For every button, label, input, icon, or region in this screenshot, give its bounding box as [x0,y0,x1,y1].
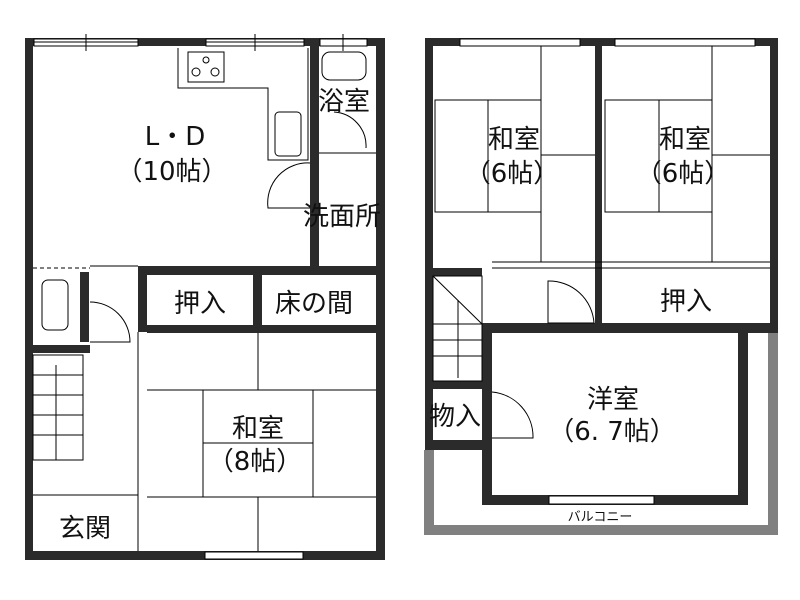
room-name-closet: 押入 [174,289,226,319]
wall [376,38,385,560]
room-size-washitsu-left: （6帖） [465,159,560,189]
floor2: 和室 （6帖） 和室 （6帖） 押入 物入 洋室 （6. 7帖） バルコニー [424,38,778,535]
room-name-entrance: 玄関 [59,514,111,544]
room-name-washitsu-left: 和室 [488,125,540,155]
room-name-bath: 浴室 [318,87,370,117]
wall [433,268,482,276]
window [614,38,756,47]
bathtub-icon [321,51,367,81]
window [459,38,581,47]
room-name-ld: L・D [145,122,206,152]
stairs [432,275,483,382]
door-swing [491,391,534,439]
tatami [434,46,770,262]
room-size-western: （6. 7帖） [548,417,676,447]
wall [147,325,376,333]
wall [310,38,319,267]
wall [595,46,602,323]
room-name-western: 洋室 [587,385,639,415]
room-name-washitsu: 和室 [232,414,284,444]
window [33,34,139,51]
wall [25,38,385,46]
wall [482,323,778,333]
window [204,551,304,560]
wall [482,323,492,505]
balcony-rail [424,450,434,535]
wall [738,333,748,505]
balcony-rail [424,525,778,535]
wall [33,345,90,353]
door-swing [333,111,367,149]
wall [138,266,147,332]
wall [433,381,482,389]
room-size-washitsu-right: （6帖） [636,159,731,189]
wall [138,266,385,275]
wall [253,275,262,327]
stairs [32,354,84,461]
room-name-tokonoma: 床の間 [275,289,353,319]
window [205,34,305,51]
wall [433,440,492,450]
room-name-washroom: 洗面所 [303,202,381,232]
room-size-washitsu: （8帖） [208,447,303,477]
door-swing [267,162,311,209]
door-swing [547,280,595,324]
stove-icon [187,51,225,83]
room-name-washitsu-right: 和室 [659,125,711,155]
room-name-balcony: バルコニー [568,510,633,525]
balcony-rail [768,333,778,535]
kitchen-counter [177,48,309,161]
floor1: L・D （10帖） 浴室 洗面所 押入 床の間 和室 （8帖） 玄関 [25,34,385,560]
tatami [147,333,376,551]
wall [80,272,89,342]
wall [770,38,778,333]
wall [425,38,433,450]
window [319,34,368,51]
room-name-closet2: 押入 [660,287,712,317]
wall [425,38,778,46]
sink-icon [274,111,302,157]
window [548,495,655,505]
room-size-ld: （10帖） [116,157,227,187]
wall [25,38,33,560]
toilet-icon [41,279,69,331]
door-swing [89,301,131,343]
room-name-storage: 物入 [429,402,481,432]
